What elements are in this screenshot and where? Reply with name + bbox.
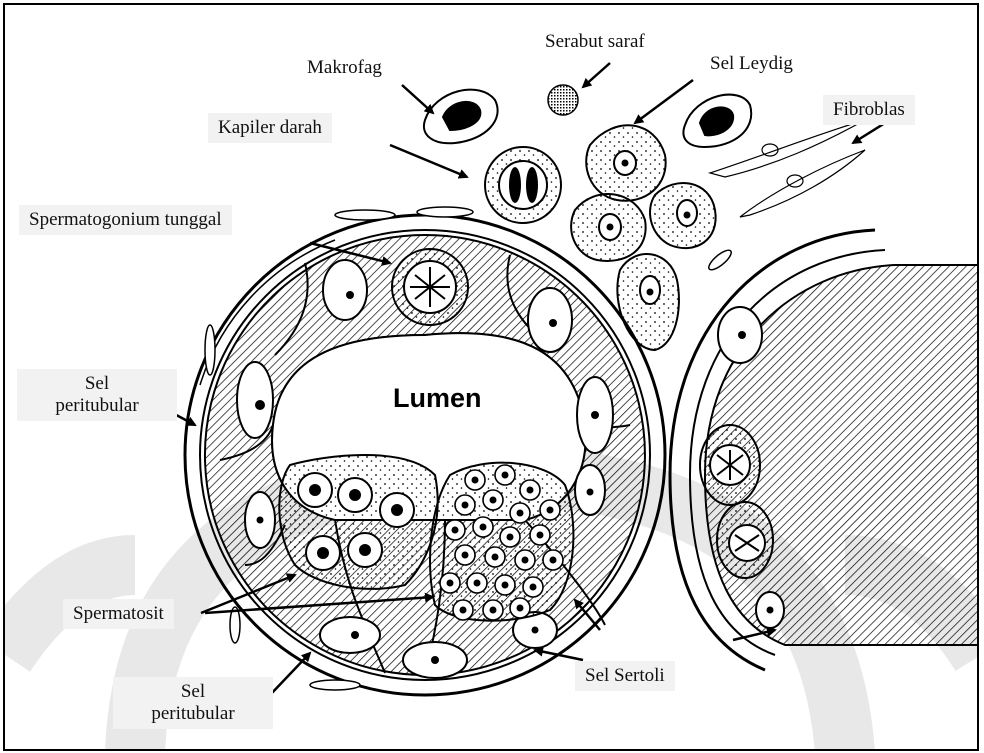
label-sel-peritubular-bottom-line2: peritubular	[123, 703, 263, 725]
spermatocyte-cluster-left	[279, 455, 437, 589]
figure-frame: Lumen	[3, 3, 979, 751]
label-sel-peritubular-top: Sel peritubular	[17, 369, 177, 421]
neighbour-tubule	[670, 230, 979, 670]
spermatogonium-cell	[392, 249, 468, 325]
label-serabut-saraf: Serabut saraf	[535, 27, 655, 57]
label-sel-sertoli: Sel Sertoli	[575, 661, 675, 691]
label-sel-peritubular-bottom: Sel peritubular	[113, 677, 273, 729]
label-kapiler-darah: Kapiler darah	[208, 113, 332, 143]
label-spermatosit: Spermatosit	[63, 599, 174, 629]
label-makrofag: Makrofag	[297, 53, 392, 83]
label-sel-peritubular-top-line2: peritubular	[27, 395, 167, 417]
label-sel-peritubular-bottom-line1: Sel	[123, 681, 263, 703]
label-sel-leydig: Sel Leydig	[700, 49, 803, 79]
capillary	[485, 147, 561, 223]
lumen-label: Lumen	[393, 383, 482, 413]
label-spermatogonium-tunggal: Spermatogonium tunggal	[19, 205, 232, 235]
macrophages	[424, 90, 751, 147]
label-fibroblas: Fibroblas	[823, 95, 915, 125]
spermatocyte-cluster-right	[430, 463, 573, 621]
nerve-fibre	[548, 85, 578, 115]
label-sel-peritubular-top-line1: Sel	[27, 373, 167, 395]
